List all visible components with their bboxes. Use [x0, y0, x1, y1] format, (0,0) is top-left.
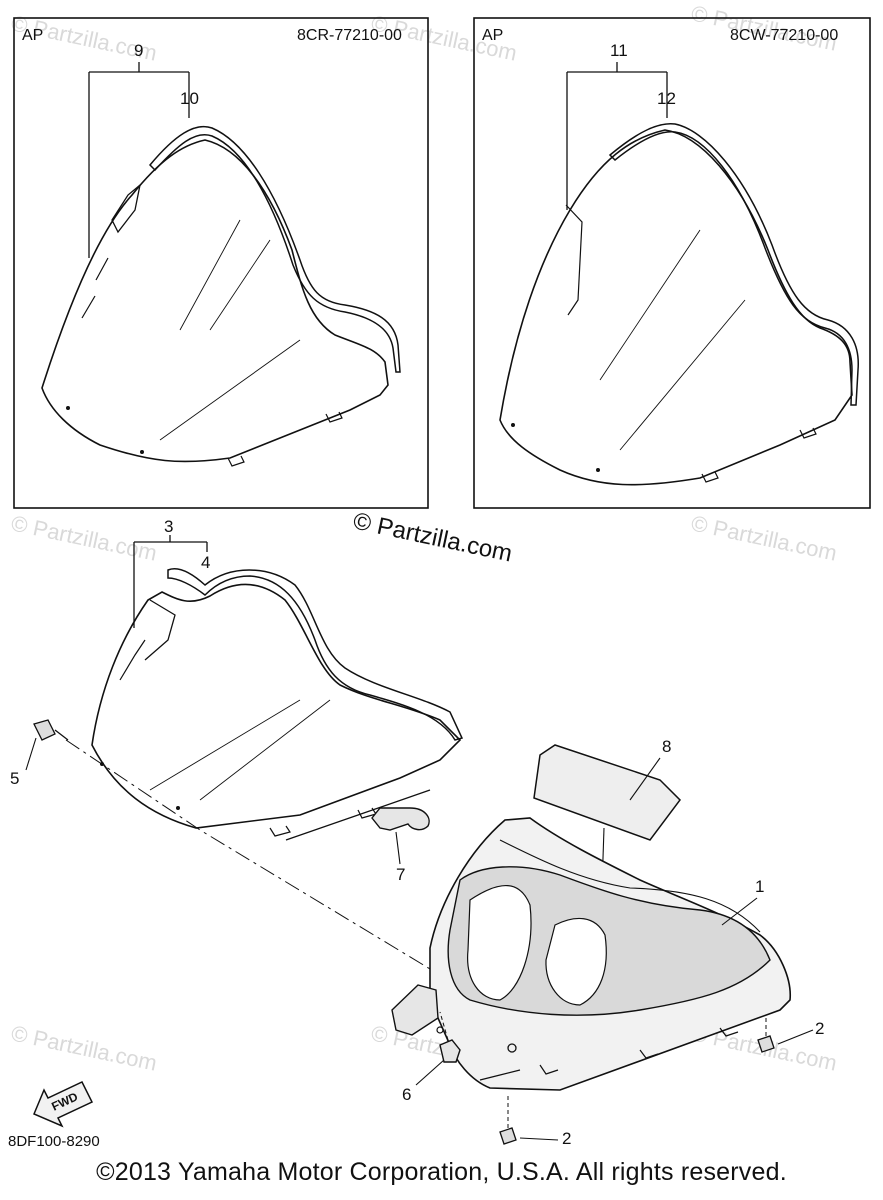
windshield-11	[499, 129, 853, 486]
panel-left-frame	[13, 17, 429, 509]
trim-10	[148, 125, 401, 373]
panel-left-region: AP	[22, 27, 43, 44]
callout-4: 4	[201, 553, 210, 572]
clip-7	[371, 807, 430, 831]
main-assembly: 3 4 5 7 8	[8, 517, 824, 1150]
callout-3: 3	[164, 517, 173, 536]
parts-diagram: © Partzilla.com © Partzilla.com © Partzi…	[8, 0, 871, 1150]
panel-left-part-no: 8CR-77210-00	[297, 27, 402, 44]
screw-2-upper	[757, 1035, 775, 1053]
diagram-code: 8DF100-8290	[8, 1133, 100, 1150]
callout-1: 1	[755, 877, 764, 896]
trim-4	[167, 568, 464, 741]
panel-right-frame	[473, 17, 871, 509]
fwd-arrow-icon: FWD	[33, 1081, 94, 1128]
watermark: © Partzilla.com	[9, 510, 159, 565]
callout-9: 9	[134, 41, 143, 60]
screw-5	[33, 719, 69, 741]
screw-2-lower	[499, 1127, 517, 1145]
panel-left: AP 8CR-77210-00 9 10	[13, 17, 429, 509]
pad-8	[533, 744, 681, 841]
watermark: © Partzilla.com	[9, 1020, 159, 1075]
panel-right-region: AP	[482, 27, 503, 44]
windshield-9	[41, 139, 389, 463]
callout-7: 7	[396, 865, 405, 884]
callout-5: 5	[10, 769, 19, 788]
callout-6: 6	[402, 1085, 411, 1104]
callout-2-lower: 2	[562, 1129, 571, 1148]
copyright-footer: ©2013 Yamaha Motor Corporation, U.S.A. A…	[96, 1158, 787, 1186]
grommet-6	[439, 1039, 461, 1063]
panel-right: AP 8CW-77210-00 11 12	[473, 17, 871, 509]
callout-2-upper: 2	[815, 1019, 824, 1038]
panel-right-part-no: 8CW-77210-00	[730, 27, 838, 44]
center-watermark: © Partzilla.com	[351, 507, 515, 567]
callout-8: 8	[662, 737, 671, 756]
callout-11: 11	[610, 41, 628, 60]
watermark: © Partzilla.com	[689, 510, 839, 565]
trim-12	[608, 122, 859, 406]
windshield-3	[91, 583, 462, 829]
